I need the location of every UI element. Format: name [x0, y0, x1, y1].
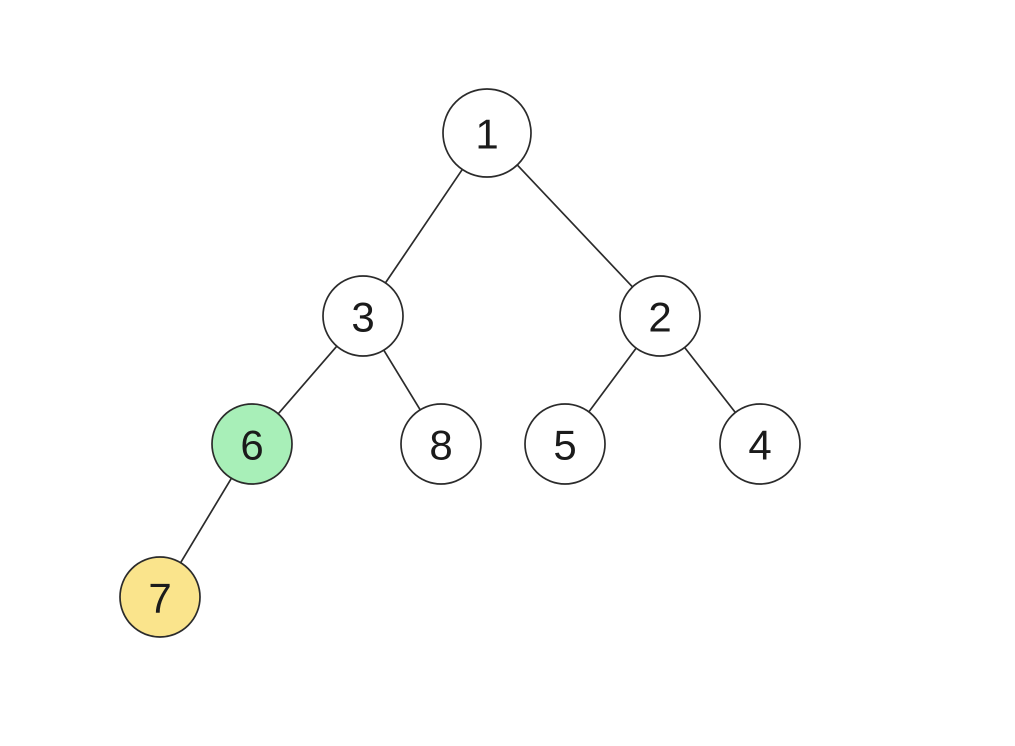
tree-edge-1-3: [384, 168, 464, 284]
tree-edge-1-2: [516, 164, 634, 288]
node-label-2: 2: [648, 294, 671, 341]
node-circle-8[interactable]: [400, 403, 482, 485]
tree-node-6[interactable]: 6: [211, 403, 293, 485]
node-circle-5[interactable]: [524, 403, 606, 485]
tree-node-2[interactable]: 2: [619, 275, 701, 357]
tree-node-4[interactable]: 4: [719, 403, 801, 485]
edge-layer: [179, 164, 737, 564]
node-circle-4[interactable]: [719, 403, 801, 485]
node-layer: 1 3 2 6 8 5 4 7: [119, 88, 801, 638]
tree-edge-6-7: [179, 477, 233, 564]
node-circle-1[interactable]: [442, 88, 532, 178]
node-circle-3[interactable]: [322, 275, 404, 357]
tree-edge-2-5: [587, 347, 638, 413]
node-circle-6[interactable]: [211, 403, 293, 485]
tree-edge-2-4: [683, 346, 737, 414]
node-circle-7[interactable]: [119, 556, 201, 638]
node-label-3: 3: [351, 294, 374, 341]
tree-edge-3-8: [382, 349, 422, 411]
node-label-5: 5: [553, 422, 576, 469]
tree-node-1[interactable]: 1: [442, 88, 532, 178]
tree-node-8[interactable]: 8: [400, 403, 482, 485]
node-label-8: 8: [429, 422, 452, 469]
node-label-6: 6: [240, 422, 263, 469]
tree-node-5[interactable]: 5: [524, 403, 606, 485]
node-label-1: 1: [475, 111, 498, 158]
node-label-7: 7: [148, 575, 171, 622]
tree-edge-3-6: [277, 345, 338, 415]
node-circle-2[interactable]: [619, 275, 701, 357]
node-label-4: 4: [748, 422, 771, 469]
tree-node-7[interactable]: 7: [119, 556, 201, 638]
tree-node-3[interactable]: 3: [322, 275, 404, 357]
